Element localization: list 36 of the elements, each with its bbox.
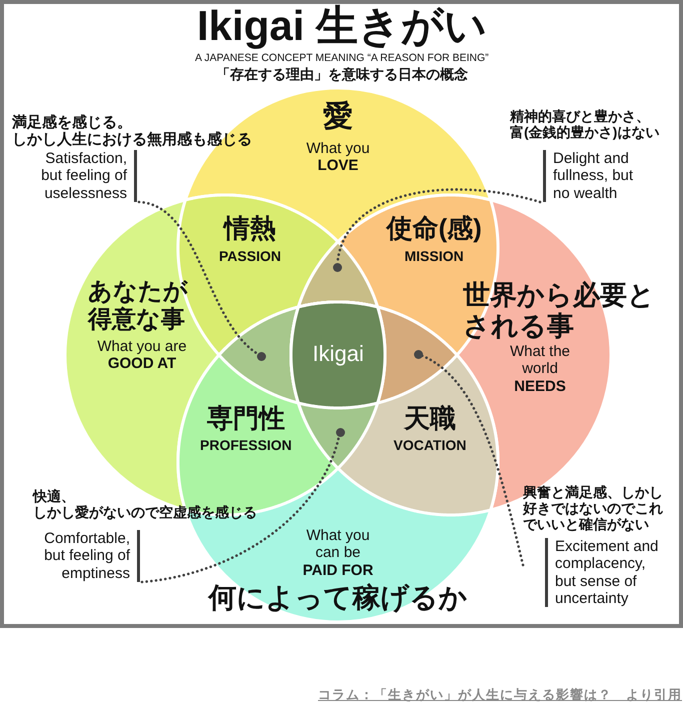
- region-title: あなたが得意な事: [88, 278, 189, 334]
- dot-icon: [256, 352, 266, 360]
- annotation-heading: 興奮と満足感、しかし好きではないのでこれでいいと確信がない: [523, 484, 664, 532]
- annotation-text: Comfortable, but feeling of emptiness: [43, 530, 140, 582]
- dot-icon: [332, 262, 342, 272]
- annotation-heading: 満足感を感じる。しかし人生における無用感も感じる: [12, 114, 253, 148]
- leader-line: [140, 435, 340, 584]
- region-caption: What the world NEEDS: [509, 343, 571, 395]
- subtitle: 「存在する理由」を意味する日本の概念: [216, 66, 468, 82]
- annotation-heading: 快適、しかし愛がないので空虚感を感じる: [33, 488, 258, 520]
- dot-icon: [414, 350, 422, 358]
- source-link: コラム：「生きがい」が人生に与える影響は？ より引用: [318, 688, 682, 703]
- region-caption: What you LOVE: [306, 140, 370, 174]
- annotation-text: Satisfaction, but feeling of uselessness: [40, 150, 137, 202]
- region-title: 愛: [323, 100, 353, 134]
- annotation-heading: 精神的喜びと豊かさ、富(金銭的豊かさ)はない: [510, 108, 660, 140]
- region-subtitle: PASSION: [219, 248, 281, 264]
- region-title: 使命(感): [386, 214, 482, 244]
- center-label: Ikigai: [312, 341, 364, 366]
- region-caption: What you can be PAID FOR: [302, 527, 374, 579]
- leader-line: [138, 200, 258, 355]
- region-subtitle: VOCATION: [394, 437, 466, 454]
- region-subtitle: PROFESSION: [200, 437, 292, 454]
- annotation-text: Delight and fullness, but no wealth: [543, 150, 635, 202]
- region-title: 天職: [404, 404, 456, 434]
- region-title: 世界から必要とされる事: [463, 280, 656, 342]
- annotation-text: Excitement and complacency, but sense of uncertainty: [545, 538, 660, 607]
- title: Ikigai 生きがい: [197, 2, 488, 50]
- region-title: 専門性: [207, 404, 285, 434]
- leader-line: [420, 354, 524, 566]
- dot-icon: [336, 428, 344, 436]
- region-caption: What you are GOOD AT: [96, 338, 188, 372]
- region-subtitle: MISSION: [404, 248, 464, 264]
- region-title: 情熱: [224, 214, 276, 244]
- region-title: 何によって稼げるか: [208, 582, 468, 614]
- subtitle: A JAPANESE CONCEPT MEANING “A REASON FOR BEING”: [195, 52, 489, 64]
